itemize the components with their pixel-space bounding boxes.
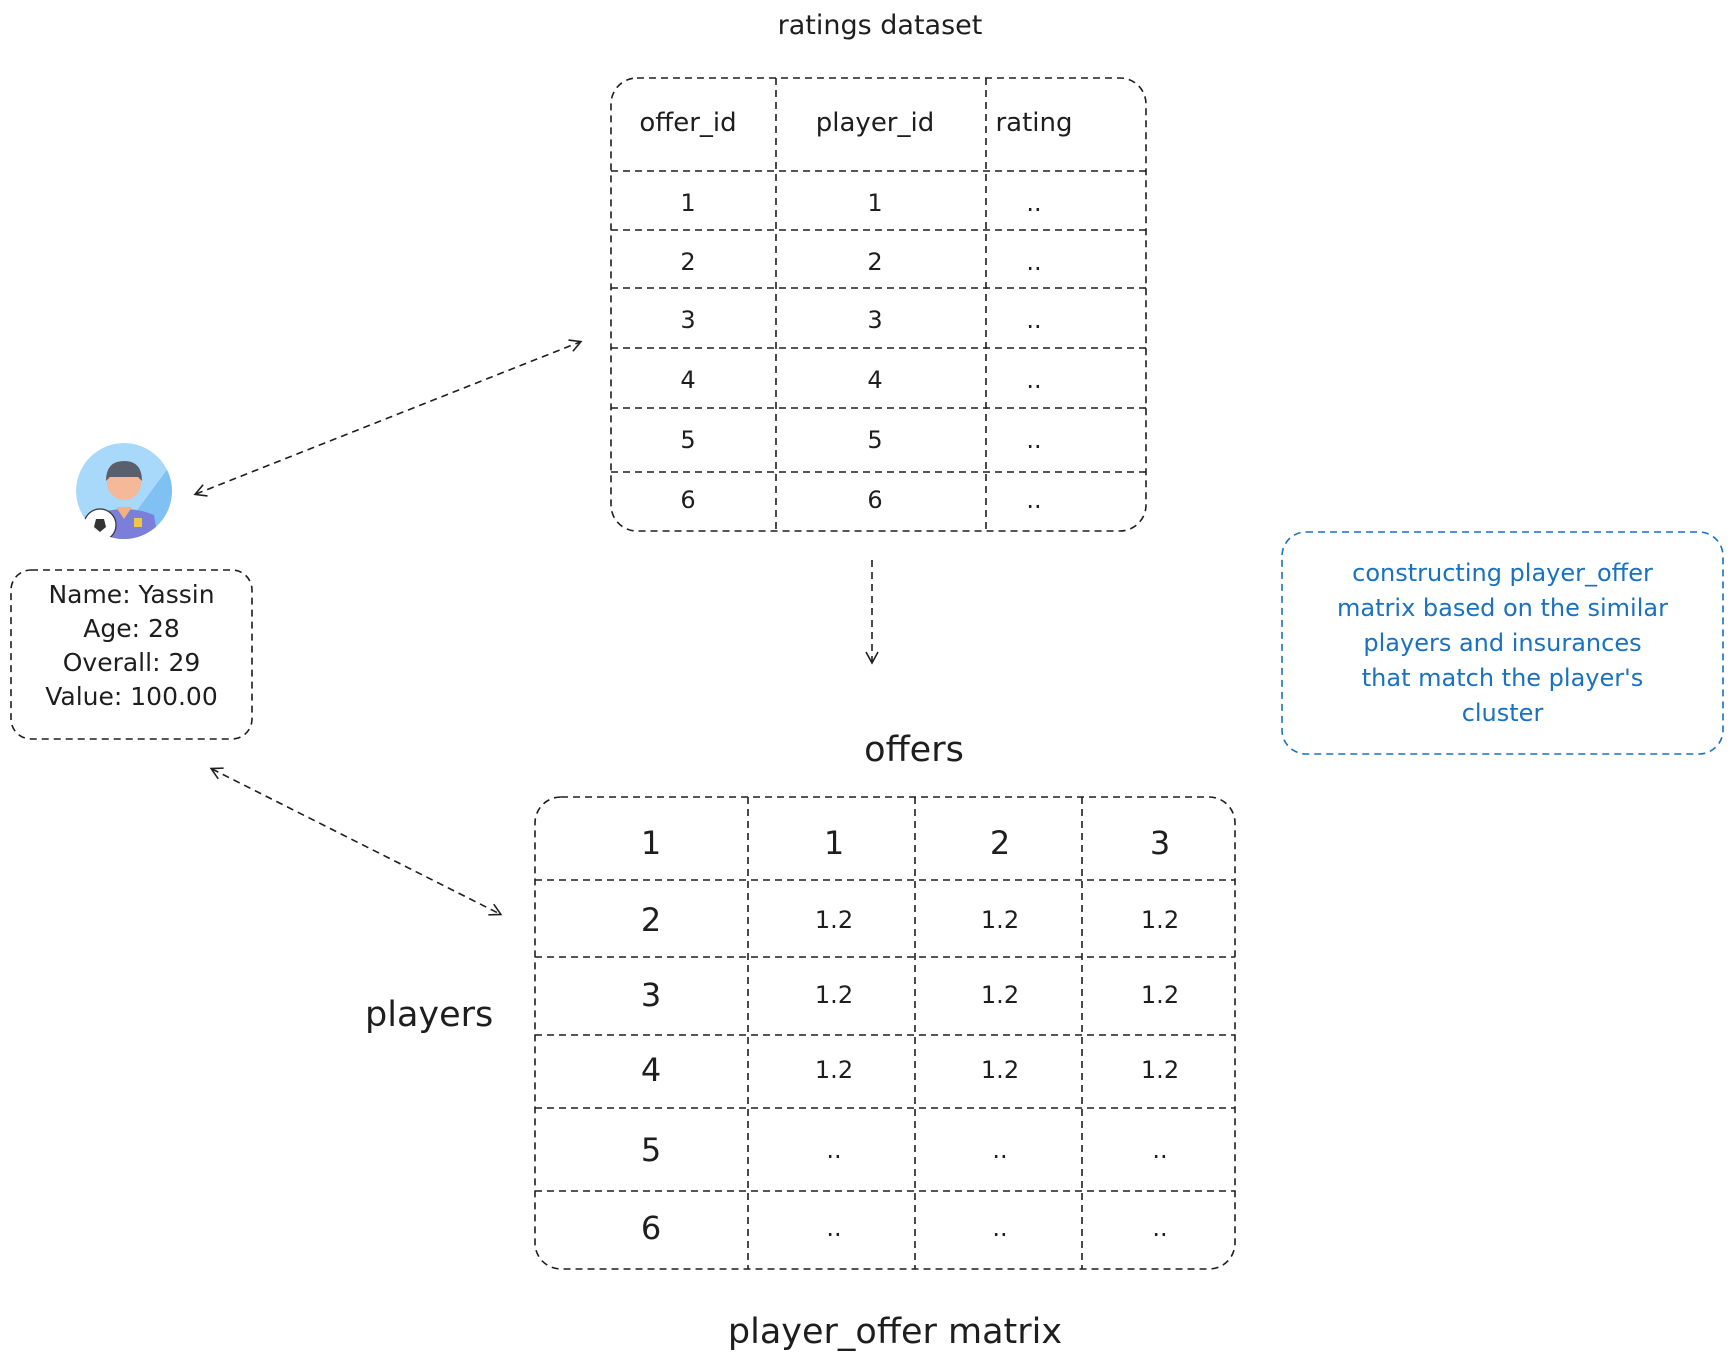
note-line: cluster xyxy=(1461,699,1544,727)
ratings-cell: 6 xyxy=(867,486,883,514)
ratings-cell: 1 xyxy=(867,189,883,217)
matrix-column-header: 2 xyxy=(989,824,1011,862)
matrix-row-header: 4 xyxy=(640,1051,662,1089)
player-info-frame xyxy=(10,569,253,740)
matrix-value-cell: 1.2 xyxy=(814,1056,854,1084)
matrix-value-cell: .. xyxy=(992,1214,1008,1242)
matrix-value-cell: .. xyxy=(1152,1214,1168,1242)
matrix-value-cell: 1.2 xyxy=(814,906,854,934)
offers-axis-label: offers xyxy=(864,730,964,770)
player-info: Name: Yassin Age: 28 Overall: 29 Value: … xyxy=(11,578,252,714)
ratings-cell: .. xyxy=(1026,306,1042,334)
ratings-cell: 3 xyxy=(867,306,883,334)
matrix-value-cell: .. xyxy=(826,1136,842,1164)
players-axis-label: players xyxy=(365,995,494,1035)
info-matrix-arrow xyxy=(209,767,503,916)
matrix-value-cell: .. xyxy=(826,1214,842,1242)
matrix-frame xyxy=(534,796,1236,1270)
matrix-value-cell: 1.2 xyxy=(814,981,854,1009)
matrix-value-cell: .. xyxy=(1152,1136,1168,1164)
ratings-header-offer-id: offer_id xyxy=(639,108,737,138)
ratings-cell: .. xyxy=(1026,248,1042,276)
matrix-value-cell: .. xyxy=(992,1136,1008,1164)
note-line: that match the player's xyxy=(1361,664,1644,692)
ratings-cell: 5 xyxy=(867,426,883,454)
note-frame xyxy=(1281,531,1724,755)
ratings-header-rating: rating xyxy=(995,108,1073,138)
matrix-value-cell: 1.2 xyxy=(1140,906,1180,934)
note-line: constructing player_offer xyxy=(1352,559,1653,587)
ratings-cell: .. xyxy=(1026,486,1042,514)
matrix-caption: player_offer matrix xyxy=(727,1312,1063,1352)
ratings-header-player-id: player_id xyxy=(815,108,935,138)
matrix-value-cell: 1.2 xyxy=(1140,981,1180,1009)
matrix-row-header: 2 xyxy=(640,901,662,939)
ratings-cell: .. xyxy=(1026,366,1042,394)
matrix-row-header: 3 xyxy=(640,976,662,1014)
ratings-cell: 2 xyxy=(867,248,883,276)
matrix-corner-cell: 1 xyxy=(640,824,662,862)
ratings-cell: 3 xyxy=(680,306,696,334)
ratings-cell: .. xyxy=(1026,426,1042,454)
ratings-cell: 4 xyxy=(867,366,883,394)
player-value: Value: 100.00 xyxy=(45,682,218,711)
ratings-cell: 2 xyxy=(680,248,696,276)
ratings-cell: 5 xyxy=(680,426,696,454)
ratings-title: ratings dataset xyxy=(777,10,983,41)
matrix-column-header: 1 xyxy=(823,824,845,862)
note-text: constructing player_offer matrix based o… xyxy=(1282,556,1723,731)
ratings-cell: .. xyxy=(1026,189,1042,217)
ratings-cell: 1 xyxy=(680,189,696,217)
matrix-value-cell: 1.2 xyxy=(1140,1056,1180,1084)
player-name: Name: Yassin xyxy=(48,580,215,609)
player-avatar-icon xyxy=(76,443,172,539)
matrix-column-header: 3 xyxy=(1149,824,1171,862)
player-overall: Overall: 29 xyxy=(62,648,201,677)
matrix-row-header: 5 xyxy=(640,1131,662,1169)
matrix-row-header: 6 xyxy=(640,1209,662,1247)
note-line: players and insurances xyxy=(1363,629,1642,657)
ratings-cell: 6 xyxy=(680,486,696,514)
matrix-value-cell: 1.2 xyxy=(980,906,1020,934)
avatar-ratings-arrow xyxy=(193,339,583,497)
matrix-value-cell: 1.2 xyxy=(980,981,1020,1009)
ratings-table-frame xyxy=(610,77,1147,532)
ratings-cell: 4 xyxy=(680,366,696,394)
matrix-value-cell: 1.2 xyxy=(980,1056,1020,1084)
player-age: Age: 28 xyxy=(83,614,180,643)
note-line: matrix based on the similar xyxy=(1337,594,1668,622)
